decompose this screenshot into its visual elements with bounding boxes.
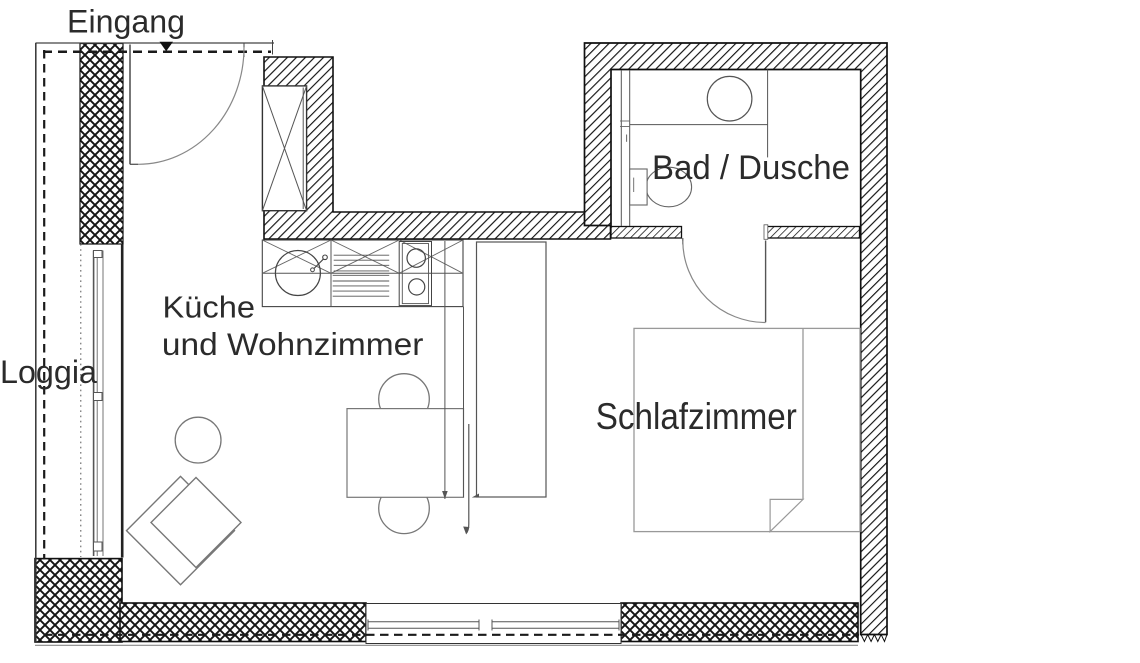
svg-text:Loggia: Loggia	[0, 354, 97, 390]
svg-text:und Wohnzimmer: und Wohnzimmer	[162, 326, 424, 362]
svg-text:Küche: Küche	[163, 290, 256, 324]
svg-text:Bad / Dusche: Bad / Dusche	[652, 149, 850, 187]
svg-text:Eingang: Eingang	[67, 3, 185, 40]
svg-text:Schlafzimmer: Schlafzimmer	[596, 395, 797, 437]
